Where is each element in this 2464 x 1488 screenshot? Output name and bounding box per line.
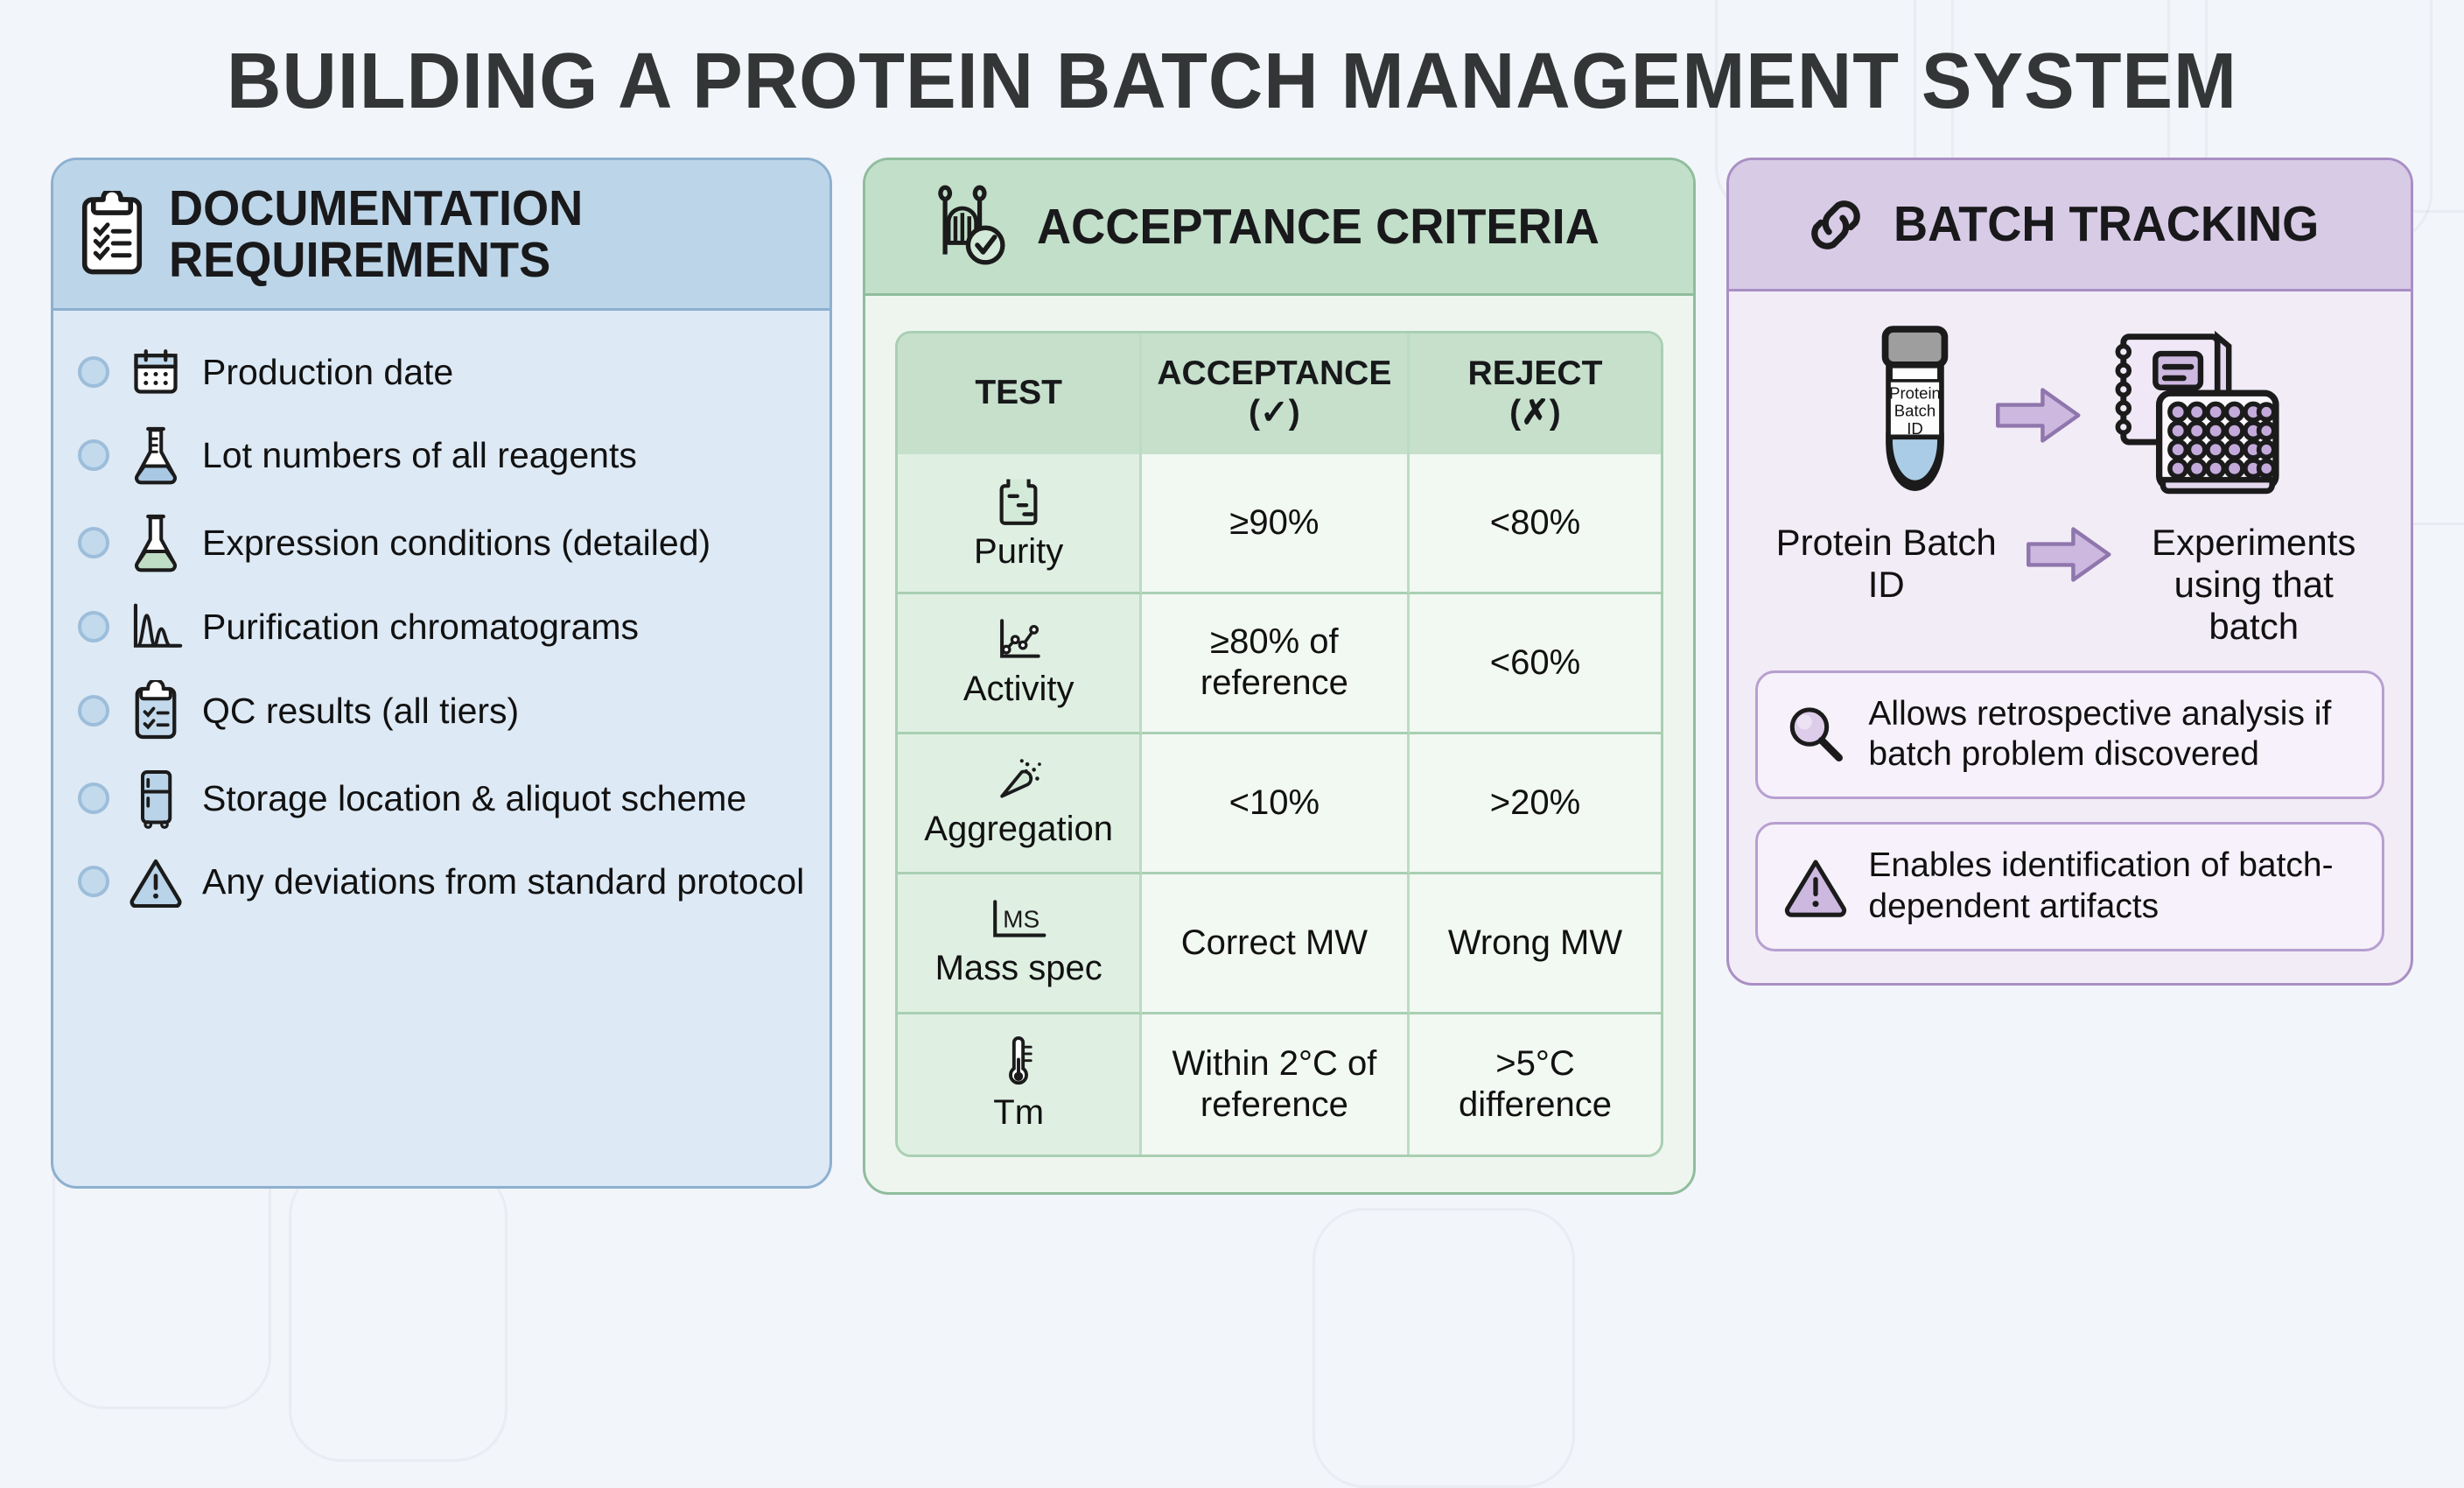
column-header-reject: REJECT (✗)	[1409, 333, 1662, 454]
bullet-icon	[78, 527, 109, 559]
ms-axis-icon: MS	[986, 897, 1051, 944]
chromatogram-icon	[125, 600, 186, 654]
tracking-flow-labels: Protein Batch ID Experiments using that …	[1755, 522, 2384, 648]
cell-test-purity: Purity	[898, 453, 1143, 594]
tracking-flow-graphics: Protein Batch ID	[1755, 321, 2384, 509]
clipboard-check-icon	[125, 680, 186, 741]
clipboard-checklist-icon	[74, 190, 150, 278]
tracking-panel-title: BATCH TRACKING	[1893, 196, 2320, 253]
cryo-vial-icon: Protein Batch ID	[1852, 321, 1978, 509]
tracking-panel-body: Protein Batch ID	[1729, 291, 2411, 983]
table-header-row: TEST ACCEPTANCE (✓) REJECT (✗)	[898, 333, 1662, 454]
cell-reject-aggregation: >20%	[1409, 734, 1662, 874]
cell-test-activity: Activity	[898, 593, 1143, 734]
table-row: Aggregation <10% >20%	[898, 733, 1662, 874]
link-chain-icon	[1799, 188, 1872, 262]
page-title: BUILDING A PROTEIN BATCH MANAGEMENT SYST…	[227, 38, 2237, 125]
list-item[interactable]: Production date	[78, 346, 805, 398]
list-item[interactable]: Expression conditions (detailed)	[78, 512, 805, 573]
bullet-icon	[78, 611, 109, 643]
gate-check-icon	[930, 183, 1018, 270]
flow-target-label: Experiments using that batch	[2151, 522, 2356, 647]
table-row: Tm Within 2°C of reference >5°C differen…	[898, 1014, 1661, 1155]
cell-accept-activity: ≥80% of reference	[1142, 593, 1410, 734]
infographic-page: BUILDING A PROTEIN BATCH MANAGEMENT SYST…	[0, 38, 2464, 1195]
bullet-icon	[78, 783, 109, 815]
list-item[interactable]: Lot numbers of all reagents	[78, 425, 805, 486]
notebook-wellplate-icon	[2101, 328, 2289, 503]
fridge-icon	[125, 768, 186, 830]
list-item[interactable]: Any deviations from standard protocol	[78, 855, 805, 909]
arrow-right-icon	[2018, 522, 2123, 587]
list-item[interactable]: QC results (all tiers)	[78, 680, 805, 741]
list-item[interactable]: Purification chromatograms	[78, 600, 805, 654]
warning-triangle-icon	[125, 855, 186, 909]
svg-text:Protein: Protein	[1889, 383, 1941, 402]
table-row: Purity ≥90% <80%	[898, 453, 1662, 594]
line-chart-icon	[993, 616, 1044, 665]
note-card-retrospective: Allows retrospective analysis if batch p…	[1755, 670, 2384, 800]
acceptance-panel-title: ACCEPTANCE CRITERIA	[1036, 198, 1600, 255]
flow-source-label: Protein Batch ID	[1775, 522, 1997, 605]
cell-test-tm: Tm	[898, 1014, 1143, 1155]
cell-reject-massspec: Wrong MW	[1409, 874, 1662, 1014]
list-item-label: Production date	[202, 351, 454, 392]
list-item-label: Purification chromatograms	[202, 606, 640, 647]
test-label: Mass spec	[934, 948, 1102, 987]
note-text: Allows retrospective analysis if batch p…	[1868, 694, 2332, 774]
note-card-artifacts: Enables identification of batch-dependen…	[1755, 822, 2384, 951]
cell-reject-tm: >5°C difference	[1459, 1043, 1612, 1124]
panel-columns: DOCUMENTATION REQUIREMENTS	[0, 121, 2464, 1195]
cell-accept-aggregation: <10%	[1142, 733, 1410, 874]
test-label: Activity	[962, 669, 1074, 708]
svg-text:MS: MS	[1003, 905, 1040, 932]
arrow-right-icon	[1987, 383, 2092, 448]
acceptance-criteria-table: TEST ACCEPTANCE (✓) REJECT (✗)	[895, 331, 1664, 1157]
list-item[interactable]: Storage location & aliquot scheme	[78, 768, 805, 830]
warning-triangle-icon	[1781, 856, 1851, 917]
table-row: MS Mass spec Correct MW Wrong MW	[898, 874, 1662, 1014]
column-header-acceptance: ACCEPTANCE (✓)	[1142, 333, 1410, 454]
acceptance-table-wrap: TEST ACCEPTANCE (✓) REJECT (✗)	[865, 296, 1693, 1192]
cell-accept-massspec: Correct MW	[1142, 874, 1410, 1014]
tracking-panel-header: BATCH TRACKING	[1729, 160, 2411, 291]
list-item-label: Lot numbers of all reagents	[202, 434, 637, 475]
cell-reject-activity: <60%	[1409, 594, 1662, 734]
cell-accept-purity: ≥90%	[1142, 453, 1410, 594]
bullet-icon	[78, 695, 109, 727]
svg-text:ID: ID	[1907, 419, 1923, 438]
list-item-label: QC results (all tiers)	[202, 690, 520, 731]
documentation-panel-header: DOCUMENTATION REQUIREMENTS	[53, 160, 830, 312]
thermometer-icon	[999, 1035, 1038, 1089]
cell-test-massspec: MS Mass spec	[898, 874, 1143, 1014]
test-label: Tm	[993, 1093, 1045, 1133]
list-item-label: Any deviations from standard protocol	[202, 860, 805, 902]
documentation-list: Production date	[53, 311, 830, 1186]
calendar-icon	[125, 346, 186, 398]
flask-blue-icon	[125, 425, 186, 486]
cell-accept-tm: Within 2°C of reference	[1142, 1014, 1410, 1155]
bullet-icon	[78, 439, 109, 472]
scatter-burst-icon	[993, 756, 1044, 805]
table-row: Activity ≥80% of reference <60%	[898, 593, 1662, 734]
list-item-label: Expression conditions (detailed)	[202, 522, 711, 563]
acceptance-panel-header: ACCEPTANCE CRITERIA	[865, 160, 1694, 296]
acceptance-panel: ACCEPTANCE CRITERIA TEST ACCEPTANCE (✓)	[863, 158, 1697, 1195]
tracking-panel: BATCH TRACKING Protein Batch ID	[1726, 158, 2413, 986]
cell-reject-purity: <80%	[1409, 454, 1662, 594]
documentation-panel: DOCUMENTATION REQUIREMENTS	[51, 158, 833, 1190]
gel-lane-icon	[996, 474, 1041, 528]
bullet-icon	[78, 356, 109, 389]
column-header-test: TEST	[898, 333, 1143, 454]
flask-green-icon	[125, 512, 186, 573]
magnifier-icon	[1781, 701, 1851, 768]
test-label: Aggregation	[924, 809, 1114, 848]
bullet-icon	[78, 866, 109, 898]
list-item-label: Storage location & aliquot scheme	[202, 777, 747, 818]
test-label: Purity	[974, 531, 1064, 571]
note-text: Enables identification of batch-dependen…	[1868, 846, 2334, 926]
documentation-panel-title: DOCUMENTATION REQUIREMENTS	[169, 180, 584, 288]
svg-text:Batch: Batch	[1894, 402, 1935, 420]
cell-test-aggregation: Aggregation	[898, 733, 1143, 874]
